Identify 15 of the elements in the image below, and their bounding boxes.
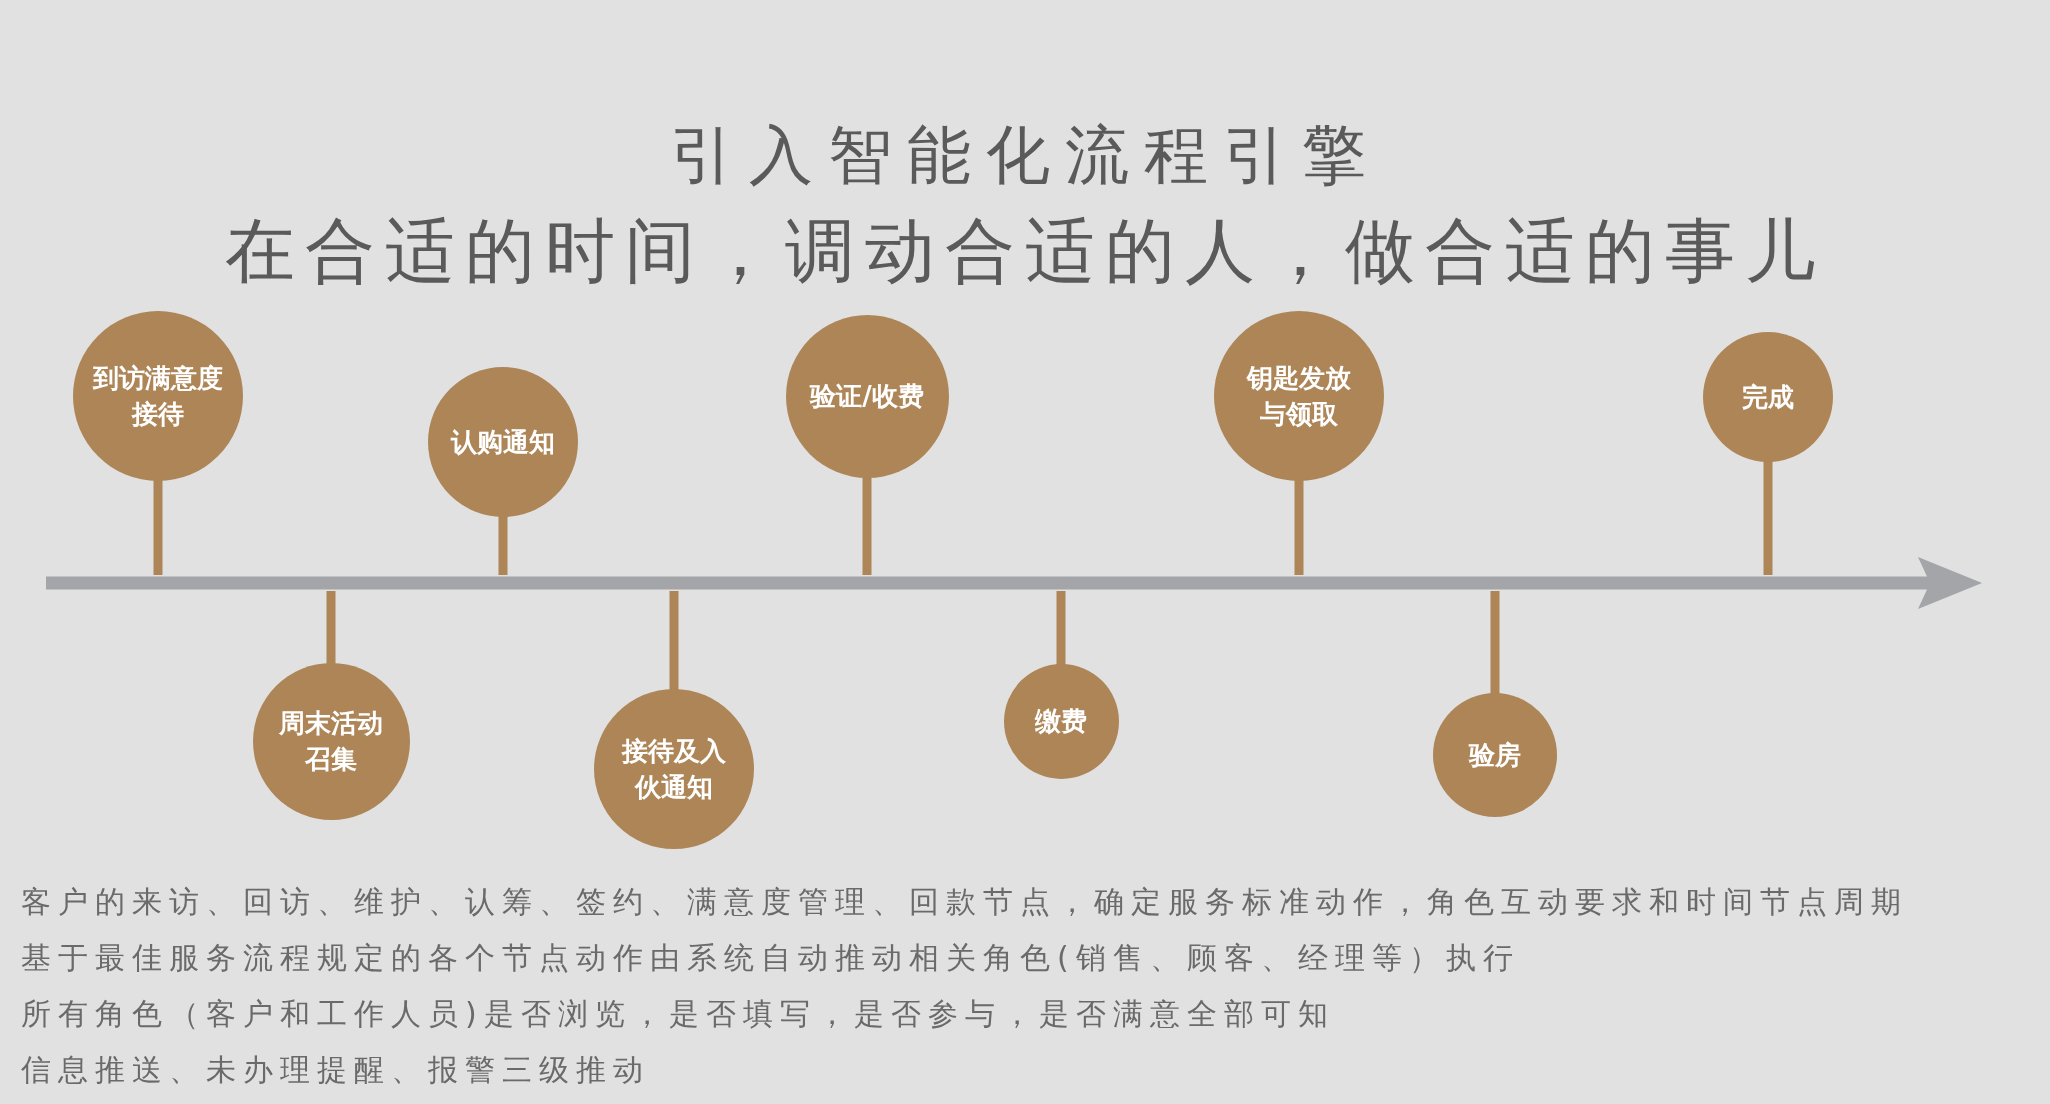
milestone-label: 完成 bbox=[1741, 381, 1795, 414]
milestone-label: 缴费 bbox=[1033, 705, 1088, 738]
subtitle: 在合适的时间，调动合适的人，做合适的事儿 bbox=[224, 209, 1826, 294]
note-text: 所有角色（客户和工作人员)是否浏览，是否填写，是否参与，是否满意全部可知 bbox=[21, 995, 1335, 1033]
milestone-label: 接待及入伙通知 bbox=[620, 735, 727, 804]
title: 引入智能化流程引擎 bbox=[668, 117, 1382, 194]
note-text: 信息推送、未办理提醒、报警三级推动 bbox=[21, 1051, 650, 1089]
milestone-label: 到访满意度接待 bbox=[91, 362, 224, 431]
milestone-label: 周末活动召集 bbox=[278, 707, 384, 776]
milestone-label: 验房 bbox=[1467, 739, 1522, 772]
note-text: 客户的来访、回访、维护、认筹、签约、满意度管理、回款节点，确定服务标准动作，角色互动要求和时间节点周期 bbox=[21, 883, 1908, 921]
milestone-label: 钥匙发放与领取 bbox=[1245, 362, 1352, 431]
note-text: 基于最佳服务流程规定的各个节点动作由系统自动推动相关角色(销售、顾客、经理等）执行 bbox=[21, 939, 1520, 977]
milestone-label: 认购通知 bbox=[449, 426, 556, 459]
milestone-label: 验证/收费 bbox=[808, 380, 925, 413]
